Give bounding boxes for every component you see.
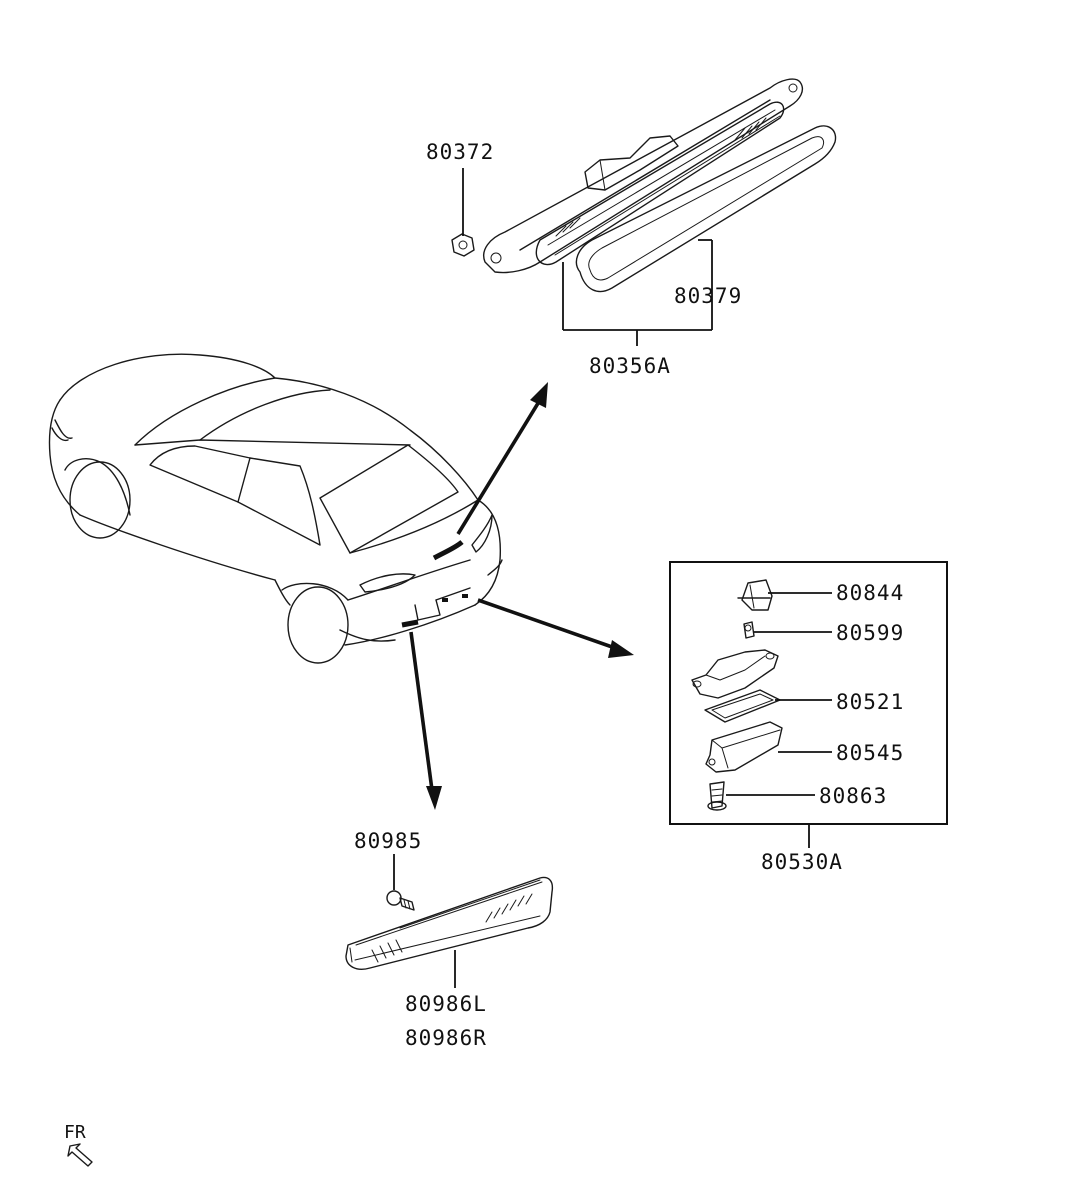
front-direction-arrow-icon [67, 1143, 93, 1167]
part-label-80863: 80863 [819, 784, 887, 808]
part-label-80530a: 80530A [761, 850, 843, 874]
part-label-80372: 80372 [426, 140, 494, 164]
gasket-icon [704, 689, 781, 723]
bulb-icon [743, 621, 755, 639]
leader-lines-bottom [393, 854, 456, 988]
socket-icon [737, 579, 773, 611]
pointer-arrows [409, 382, 634, 810]
nut-icon [451, 233, 475, 257]
lens-icon [705, 721, 783, 773]
part-label-80844: 80844 [836, 581, 904, 605]
screw-icon [707, 781, 727, 811]
reflector-screw-icon [386, 890, 415, 911]
lamp-housing-icon [691, 649, 779, 699]
part-label-80986r: 80986R [405, 1026, 487, 1050]
part-label-80985: 80985 [354, 829, 422, 853]
part-label-80356a: 80356A [589, 354, 671, 378]
part-label-80986l: 80986L [405, 992, 487, 1016]
leader-lines-box [726, 592, 832, 848]
fr-label: FR [64, 1122, 86, 1143]
part-label-80521: 80521 [836, 690, 904, 714]
high-mount-stop-lamp [451, 78, 837, 293]
car-illustration [48, 353, 503, 664]
leader-lines-top [462, 168, 713, 346]
orientation-indicator: FR [64, 1122, 93, 1167]
part-label-80545: 80545 [836, 741, 904, 765]
rear-reflector [345, 876, 554, 970]
part-label-80599: 80599 [836, 621, 904, 645]
part-label-80379: 80379 [674, 284, 742, 308]
license-lamp-detail-box [669, 561, 948, 825]
